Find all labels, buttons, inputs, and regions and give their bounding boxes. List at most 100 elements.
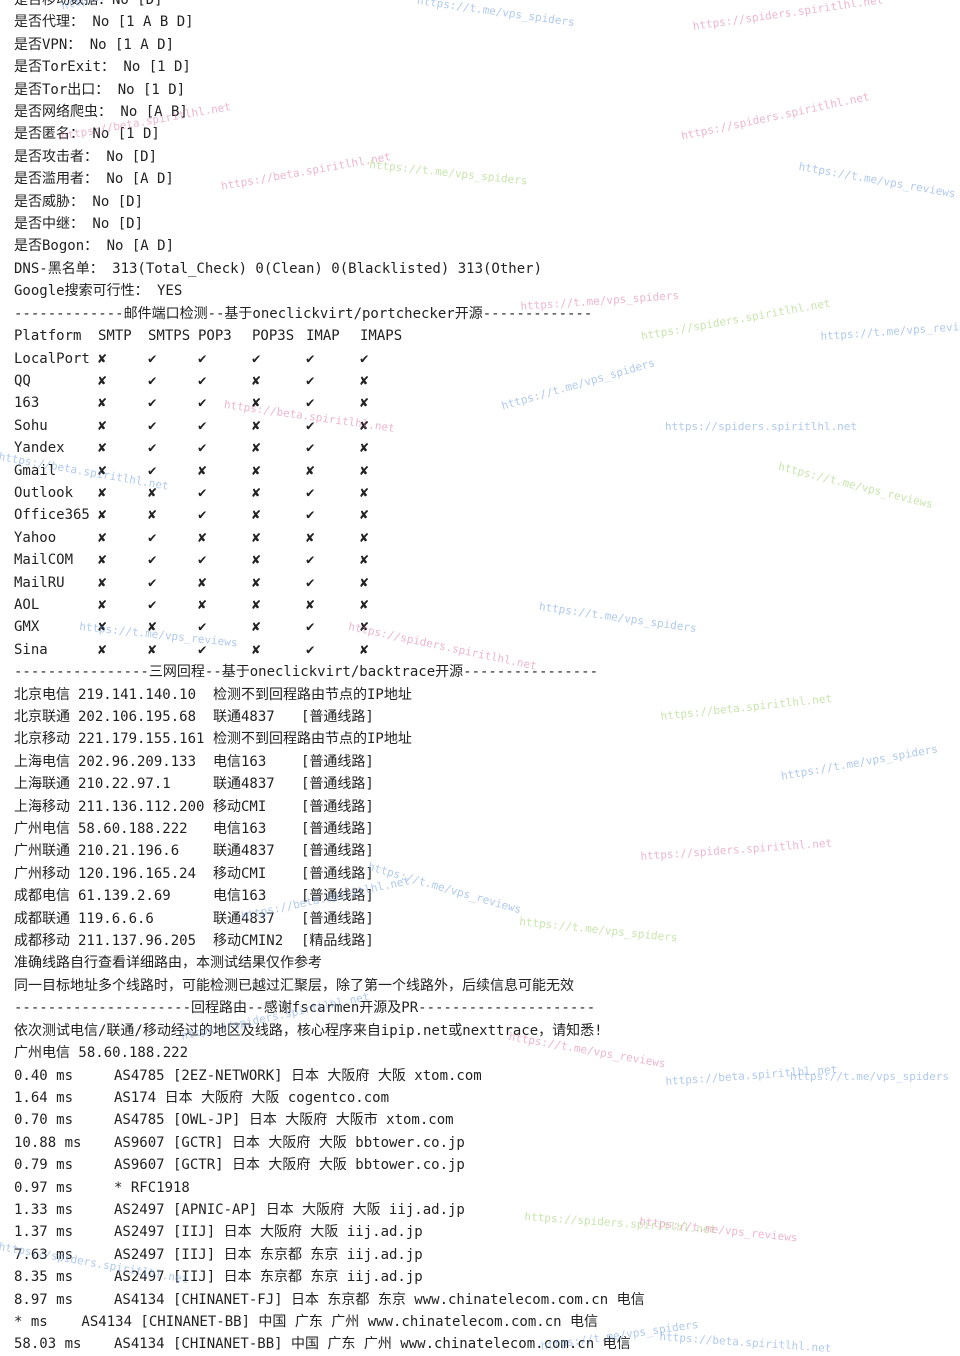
- route-result: 电信163: [213, 821, 267, 838]
- port-status: ✘: [360, 484, 369, 501]
- hop-detail: AS4785 [2EZ-NETWORK] 日本 大阪府 大阪 xtom.com: [114, 1067, 482, 1084]
- port-status: ✔: [198, 484, 207, 501]
- port-status: ✔: [148, 552, 157, 569]
- table-row: MailCOM✘✔✔✘✔✘: [14, 549, 954, 571]
- info-line: 是否匿名： No [1 D]: [14, 126, 160, 143]
- platform-name: LocalPort: [14, 350, 90, 367]
- port-status: ✘: [360, 462, 369, 479]
- hop-detail: * RFC1918: [114, 1179, 190, 1196]
- terminal-output: 是否移动数据：No [D]是否代理： No [1 A B D]是否VPN： No…: [14, 0, 954, 1356]
- port-status: ✘: [98, 417, 107, 434]
- port-status: ✘: [360, 507, 369, 524]
- hop-latency: 1.64 ms: [14, 1089, 74, 1106]
- route-result: 移动CMIN2: [213, 933, 284, 950]
- port-status: ✘: [306, 529, 315, 546]
- port-status: ✔: [148, 417, 157, 434]
- port-status: ✔: [148, 372, 157, 389]
- table-row: Sohu✘✔✔✘✔✘: [14, 415, 954, 437]
- table-row: QQ✘✔✔✘✔✘: [14, 370, 954, 392]
- note-line: 准确线路自行查看详细路由，本测试结果仅作参考: [14, 955, 322, 972]
- table-row: AOL✘✔✘✘✘✘: [14, 594, 954, 616]
- note-line: ---------------------回程路由--感谢fscarmen开源及…: [14, 1000, 596, 1017]
- hop-latency: 1.37 ms: [14, 1224, 74, 1241]
- route-quality: [普通线路]: [301, 798, 374, 815]
- route-result: 电信163: [213, 753, 267, 770]
- port-status: ✘: [252, 596, 261, 613]
- route-quality: [普通线路]: [301, 776, 374, 793]
- port-status: ✔: [306, 395, 315, 412]
- isp-name: 上海移动: [14, 798, 70, 815]
- platform-name: 163: [14, 395, 40, 412]
- port-status: ✘: [98, 484, 107, 501]
- port-status: ✘: [252, 641, 261, 658]
- port-status: ✔: [148, 574, 157, 591]
- port-status: ✔: [198, 507, 207, 524]
- platform-name: Gmail: [14, 462, 57, 479]
- section-divider: ----------------三网回程--基于oneclickvirt/bac…: [14, 664, 599, 681]
- port-status: ✔: [148, 395, 157, 412]
- column-header: POP3S: [252, 328, 295, 345]
- hop-detail: AS4785 [OWL-JP] 日本 大阪府 大阪市 xtom.com: [114, 1112, 454, 1129]
- isp-name: 北京电信: [14, 686, 70, 703]
- port-status: ✘: [252, 462, 261, 479]
- hop-detail: AS9607 [GCTR] 日本 大阪府 大阪 bbtower.co.jp: [114, 1157, 465, 1174]
- port-status: ✘: [252, 529, 261, 546]
- port-status: ✔: [306, 574, 315, 591]
- port-status: ✘: [252, 574, 261, 591]
- isp-name: 成都电信: [14, 888, 70, 905]
- hop-latency: 0.40 ms: [14, 1067, 74, 1084]
- port-status: ✘: [252, 417, 261, 434]
- table-row: 163✘✔✔✘✔✘: [14, 392, 954, 414]
- hop-row: 8.35 ms AS2497 [IIJ] 日本 东京都 东京 iij.ad.jp: [14, 1266, 954, 1288]
- column-header: IMAP: [306, 328, 340, 345]
- route-result: 联通4837: [213, 709, 275, 725]
- hop-detail: AS4134 [CHINANET-BB] 中国 广东 广州 www.chinat…: [114, 1336, 631, 1353]
- platform-name: GMX: [14, 619, 40, 636]
- hop-latency: 58.03 ms: [14, 1336, 82, 1353]
- table-row: Outlook✘✘✔✘✔✘: [14, 482, 954, 504]
- column-header: Platform: [14, 328, 82, 345]
- port-status: ✔: [148, 440, 157, 457]
- port-status: ✘: [360, 574, 369, 591]
- port-status: ✔: [306, 507, 315, 524]
- ip-address: 61.139.2.69: [78, 888, 171, 905]
- route-result: 联通4837: [213, 910, 275, 927]
- route-quality: [普通线路]: [301, 888, 374, 905]
- port-status: ✘: [360, 440, 369, 457]
- isp-name: 成都联通: [14, 910, 70, 927]
- ip-address: 211.136.112.200: [78, 798, 205, 815]
- hop-detail: AS4134 [CHINANET-FJ] 日本 东京都 东京 www.china…: [114, 1291, 645, 1308]
- port-status: ✔: [148, 529, 157, 546]
- port-status: ✘: [252, 440, 261, 457]
- hop-detail: AS2497 [IIJ] 日本 东京都 东京 iij.ad.jp: [114, 1269, 423, 1286]
- port-status: ✘: [360, 552, 369, 569]
- note-line: 同一目标地址多个线路时，可能检测已越过汇聚层，除了第一个线路外，后续信息可能无效: [14, 977, 574, 994]
- info-line: DNS-黑名单： 313(Total_Check) 0(Clean) 0(Bla…: [14, 260, 543, 277]
- route-result: 检测不到回程路由节点的IP地址: [213, 686, 412, 703]
- port-status: ✘: [198, 529, 207, 546]
- table-row: MailRU✘✔✘✘✔✘: [14, 572, 954, 594]
- route-quality: [精品线路]: [301, 933, 374, 950]
- column-header: SMTP: [98, 328, 132, 345]
- hop-latency: 8.35 ms: [14, 1269, 74, 1286]
- port-status: ✔: [306, 484, 315, 501]
- hop-latency: 8.97 ms: [14, 1291, 74, 1308]
- route-quality: [普通线路]: [301, 843, 374, 860]
- info-line: 是否代理： No [1 A B D]: [14, 14, 194, 31]
- route-quality: [普通线路]: [301, 753, 374, 770]
- platform-name: Yandex: [14, 440, 65, 457]
- platform-name: Yahoo: [14, 529, 57, 546]
- port-status: ✘: [252, 372, 261, 389]
- port-status: ✘: [98, 440, 107, 457]
